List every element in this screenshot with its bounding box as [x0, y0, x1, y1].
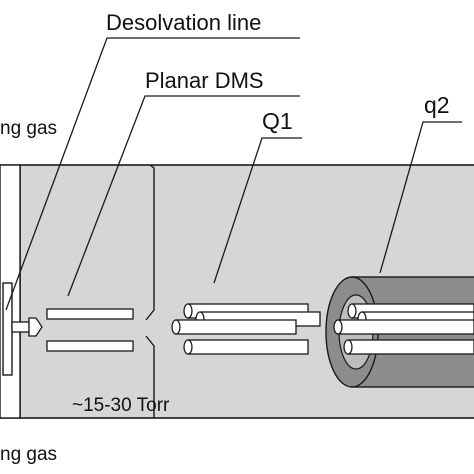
q2-rod-bottom: [343, 339, 474, 355]
desolvation-leader-line: [5, 37, 300, 311]
gas-label-bottom: ng gas: [0, 444, 57, 465]
desolvation-line-label: Desolvation line: [106, 10, 261, 35]
pressure-label: ~15-30 Torr: [72, 395, 170, 416]
dms-electrode-bottom: [46, 340, 134, 352]
desolvation-tube: [11, 321, 30, 333]
planar-dms-leader-line: [67, 95, 300, 297]
q1-rod-front: [171, 319, 297, 335]
gas-label-top: ng gas: [0, 118, 57, 139]
planar-dms-label: Planar DMS: [145, 68, 264, 93]
q1-label: Q1: [262, 108, 293, 134]
interface-wall: [145, 164, 155, 418]
q1-rod-bottom: [183, 339, 309, 355]
q1-quadrupole: [171, 303, 321, 355]
orifice-cone: [28, 317, 43, 337]
q1-leader-line: [213, 137, 302, 284]
q2-leader-line: [379, 121, 462, 274]
q2-rod-front: [333, 319, 474, 335]
q2-collision-cell: [325, 276, 474, 388]
q2-label: q2: [424, 92, 450, 118]
dms-electrode-top: [46, 308, 134, 320]
